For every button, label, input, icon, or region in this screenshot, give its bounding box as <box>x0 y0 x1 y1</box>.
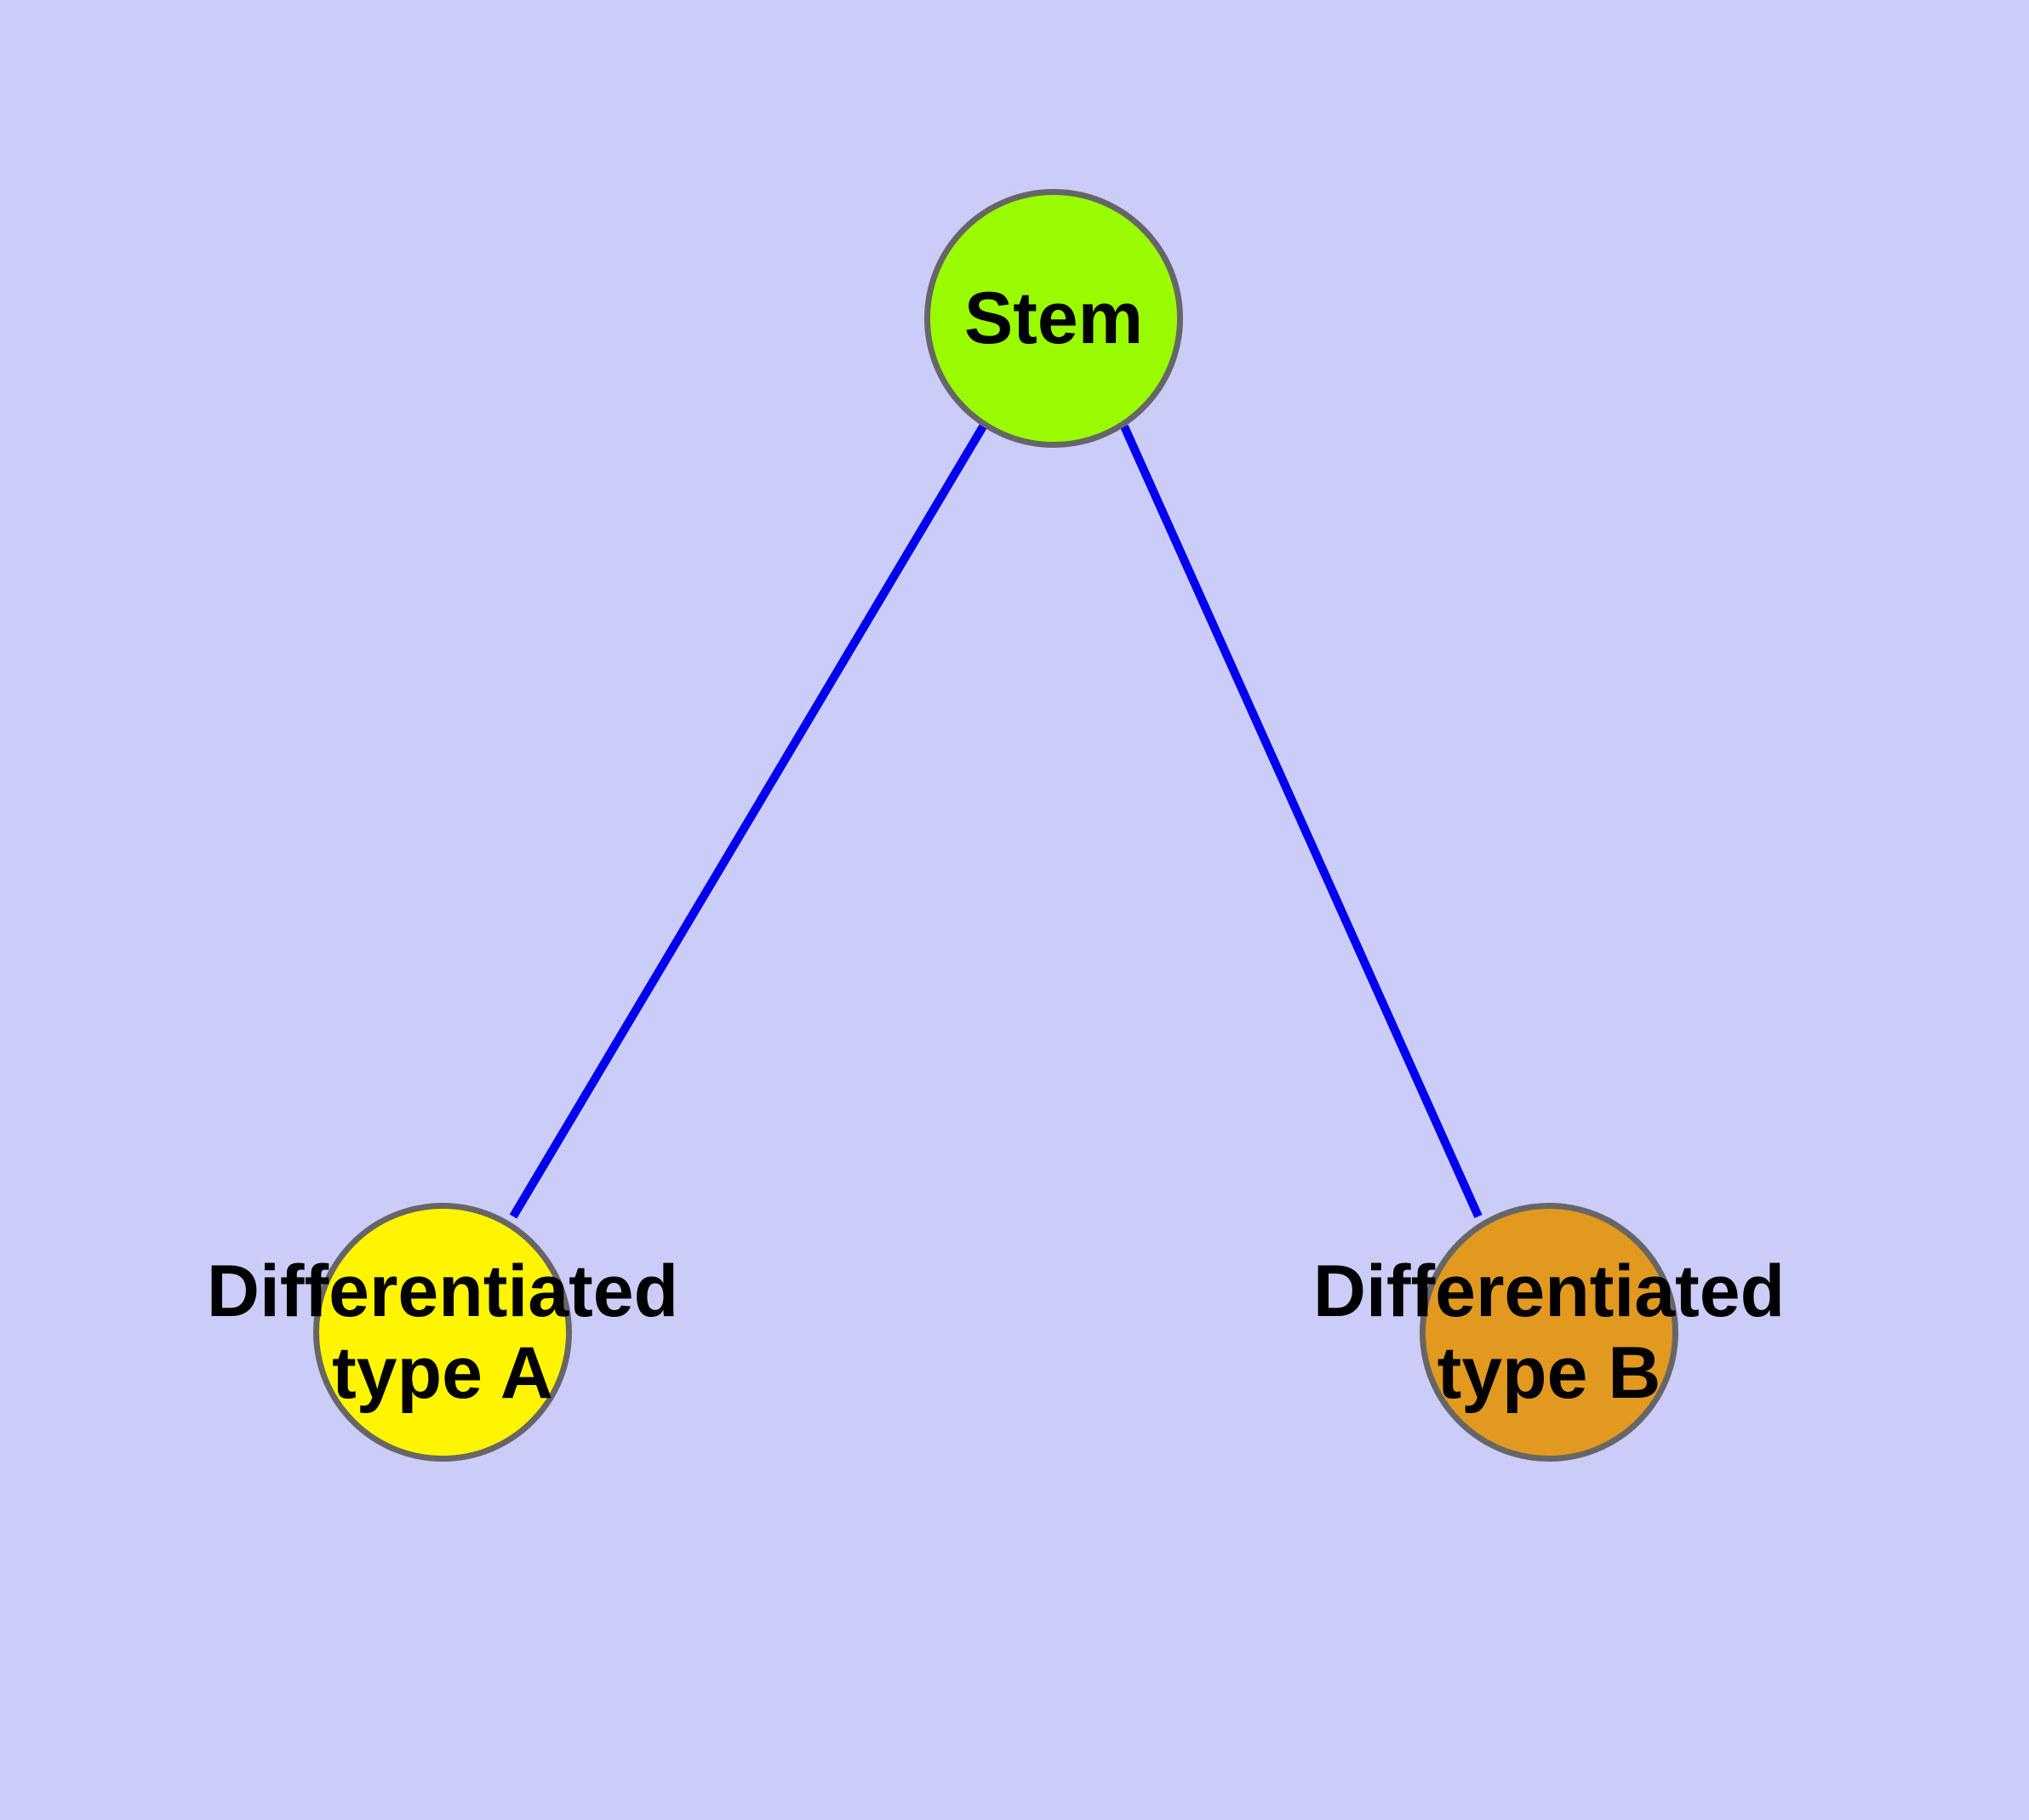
node-label-stem-line-1: Stem <box>964 278 1143 359</box>
node-label-diff-a-line-1: Differentiated <box>207 1251 678 1332</box>
node-label-diff-b-line-1: Differentiated <box>1313 1251 1785 1332</box>
node-label-diff-b-line-2: type B <box>1437 1332 1661 1414</box>
node-circle-diff-a[interactable] <box>313 1203 572 1462</box>
node-circle-diff-b[interactable] <box>1420 1203 1678 1462</box>
node-label-diff-a-line-2: type A <box>332 1332 553 1414</box>
edge-stem-diff-a[interactable] <box>509 424 987 1219</box>
node-circle-stem[interactable] <box>924 189 1183 448</box>
edge-stem-diff-b[interactable] <box>1120 424 1483 1219</box>
edge-layer <box>509 424 1483 1219</box>
node-stem[interactable]: Stem <box>924 189 1183 448</box>
